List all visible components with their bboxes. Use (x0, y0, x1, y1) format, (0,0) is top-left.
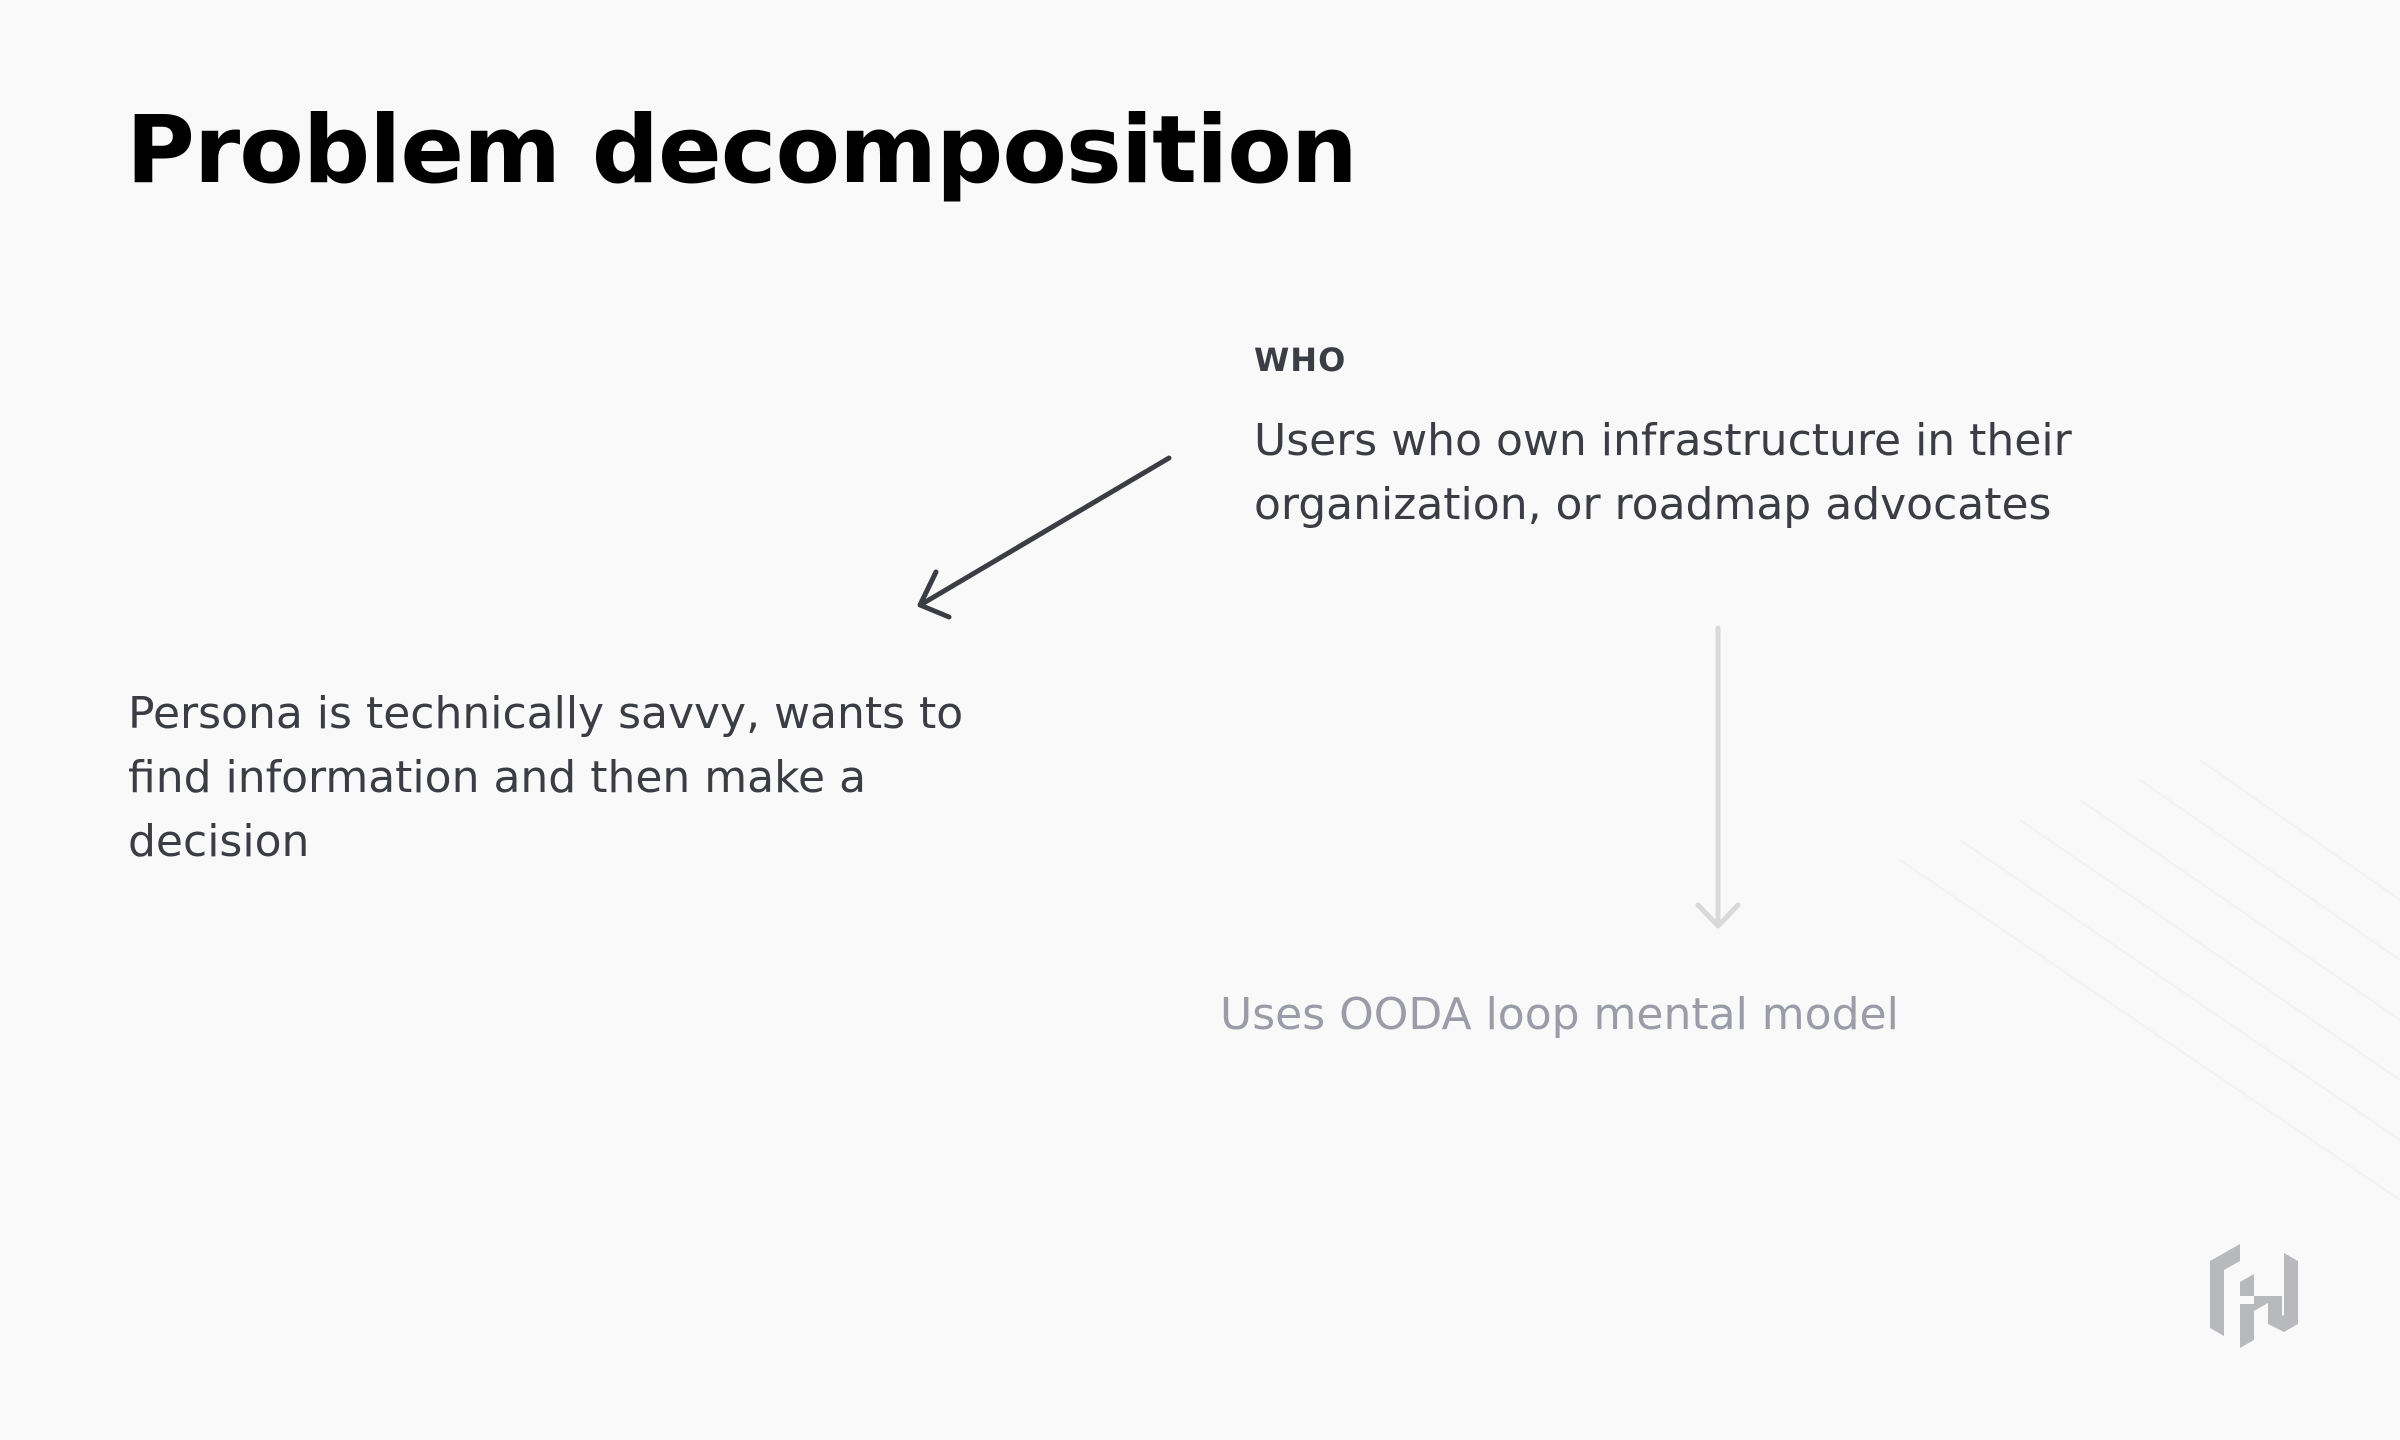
slide-title: Problem decomposition (126, 96, 1358, 205)
who-description: Users who own infrastructure in their or… (1254, 415, 2072, 530)
who-label: WHO (1254, 341, 1347, 379)
persona-description: Persona is technically savvy, wants to f… (128, 688, 964, 867)
ooda-description: Uses OODA loop mental model (1220, 989, 1899, 1040)
hashicorp-logo-icon (2210, 1244, 2298, 1348)
